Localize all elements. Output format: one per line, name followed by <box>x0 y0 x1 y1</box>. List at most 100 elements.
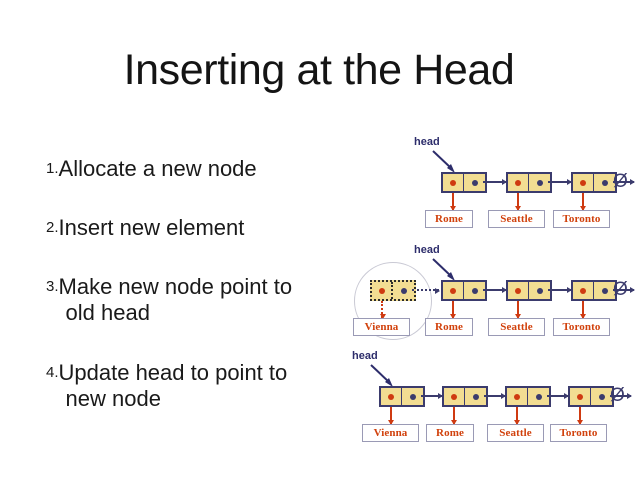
city-label-seattle: Seattle <box>488 318 545 336</box>
city-label-rome: Rome <box>426 424 474 442</box>
city-label-vienna: Vienna <box>353 318 410 336</box>
city-label-seattle: Seattle <box>487 424 544 442</box>
step-text-line1: Make new node point to <box>58 274 293 299</box>
node-data-cell <box>372 282 393 299</box>
data-dot-icon <box>450 179 456 186</box>
city-label-toronto: Toronto <box>553 318 610 336</box>
next-link-arrow <box>483 181 506 183</box>
node-data-cell <box>443 282 464 299</box>
data-link-arrow <box>516 407 518 424</box>
list-node-seattle <box>506 172 552 193</box>
head-pointer-arrow <box>370 364 393 387</box>
city-label-seattle: Seattle <box>488 210 545 228</box>
diagram-initial-list: head Rome Seattle <box>405 136 638 228</box>
list-node-seattle <box>506 280 552 301</box>
list-item-step-3: 3. Make new node point to old head <box>46 274 292 326</box>
pointer-dot-icon <box>598 393 605 400</box>
step-text-line2: new node <box>65 386 161 411</box>
pointer-dot-icon <box>400 287 407 294</box>
next-link-arrow <box>548 289 571 291</box>
node-next-cell <box>591 388 612 405</box>
diagram-new-node-linked: head Vienna Rome <box>352 244 638 340</box>
head-label: head <box>414 244 440 256</box>
pointer-dot-icon <box>601 287 608 294</box>
null-terminator-icon: Ø <box>613 279 628 300</box>
next-link-arrow <box>610 395 631 397</box>
node-next-cell <box>402 388 423 405</box>
data-dot-icon <box>515 287 521 294</box>
next-link-arrow <box>613 289 634 291</box>
pointer-dot-icon <box>535 393 542 400</box>
node-data-cell <box>570 388 591 405</box>
data-dot-icon <box>580 287 586 294</box>
city-label-rome: Rome <box>425 318 473 336</box>
data-dot-icon <box>450 287 456 294</box>
node-data-cell <box>507 388 528 405</box>
head-label: head <box>414 136 440 148</box>
data-dot-icon <box>378 287 385 294</box>
pointer-dot-icon <box>409 393 416 400</box>
node-next-cell <box>528 388 549 405</box>
city-label-rome: Rome <box>425 210 473 228</box>
data-link-arrow <box>453 407 455 424</box>
city-label-toronto: Toronto <box>553 210 610 228</box>
data-dot-icon <box>514 393 520 400</box>
list-item-step-2: 2. Insert new element <box>46 215 244 241</box>
step-text-line2: old head <box>65 300 150 325</box>
page-title: Inserting at the Head <box>123 46 515 94</box>
highlight-circle <box>354 262 432 340</box>
pointer-dot-icon <box>471 179 478 186</box>
head-pointer-arrow <box>432 258 455 281</box>
node-next-cell <box>464 282 485 299</box>
node-data-cell <box>443 174 464 191</box>
head-label: head <box>352 350 378 362</box>
data-link-arrow <box>582 193 584 210</box>
list-node-toronto <box>571 172 617 193</box>
list-node-rome <box>441 172 487 193</box>
next-link-arrow-dotted <box>412 289 439 291</box>
next-link-arrow <box>547 395 568 397</box>
data-dot-icon <box>577 393 583 400</box>
step-text: Update head to point to new node <box>59 360 288 412</box>
list-node-rome <box>441 280 487 301</box>
list-node-seattle <box>505 386 551 407</box>
pointer-dot-icon <box>601 179 608 186</box>
data-link-arrow <box>517 301 519 318</box>
step-text-line1: Update head to point to <box>58 360 288 385</box>
node-data-cell <box>573 174 594 191</box>
pointer-dot-icon <box>472 393 479 400</box>
node-next-cell <box>465 388 486 405</box>
node-next-cell <box>529 282 550 299</box>
data-dot-icon <box>451 393 457 400</box>
next-link-arrow <box>421 395 442 397</box>
data-link-arrow <box>452 193 454 210</box>
city-label-vienna: Vienna <box>362 424 419 442</box>
step-number: 4. <box>46 364 59 381</box>
step-text: Make new node point to old head <box>59 274 293 326</box>
data-link-arrow-dotted <box>381 301 383 318</box>
step-number: 3. <box>46 278 59 295</box>
list-node-toronto <box>568 386 614 407</box>
data-link-arrow <box>452 301 454 318</box>
step-text: Insert new element <box>58 215 245 240</box>
diagram-head-updated: head Vienna Rome <box>352 350 638 442</box>
data-link-arrow <box>390 407 392 424</box>
node-data-cell <box>508 282 529 299</box>
data-dot-icon <box>388 393 394 400</box>
list-node-vienna-new <box>370 280 416 301</box>
data-link-arrow <box>579 407 581 424</box>
step-number: 1. <box>46 160 59 177</box>
head-pointer-arrow <box>432 150 455 173</box>
null-terminator-icon: Ø <box>613 171 628 192</box>
node-next-cell <box>464 174 485 191</box>
node-next-cell <box>594 174 615 191</box>
list-node-rome <box>442 386 488 407</box>
node-next-cell <box>529 174 550 191</box>
data-link-arrow <box>582 301 584 318</box>
node-next-cell <box>393 282 414 299</box>
pointer-dot-icon <box>536 287 543 294</box>
data-link-arrow <box>517 193 519 210</box>
next-link-arrow <box>483 289 506 291</box>
list-node-toronto <box>571 280 617 301</box>
